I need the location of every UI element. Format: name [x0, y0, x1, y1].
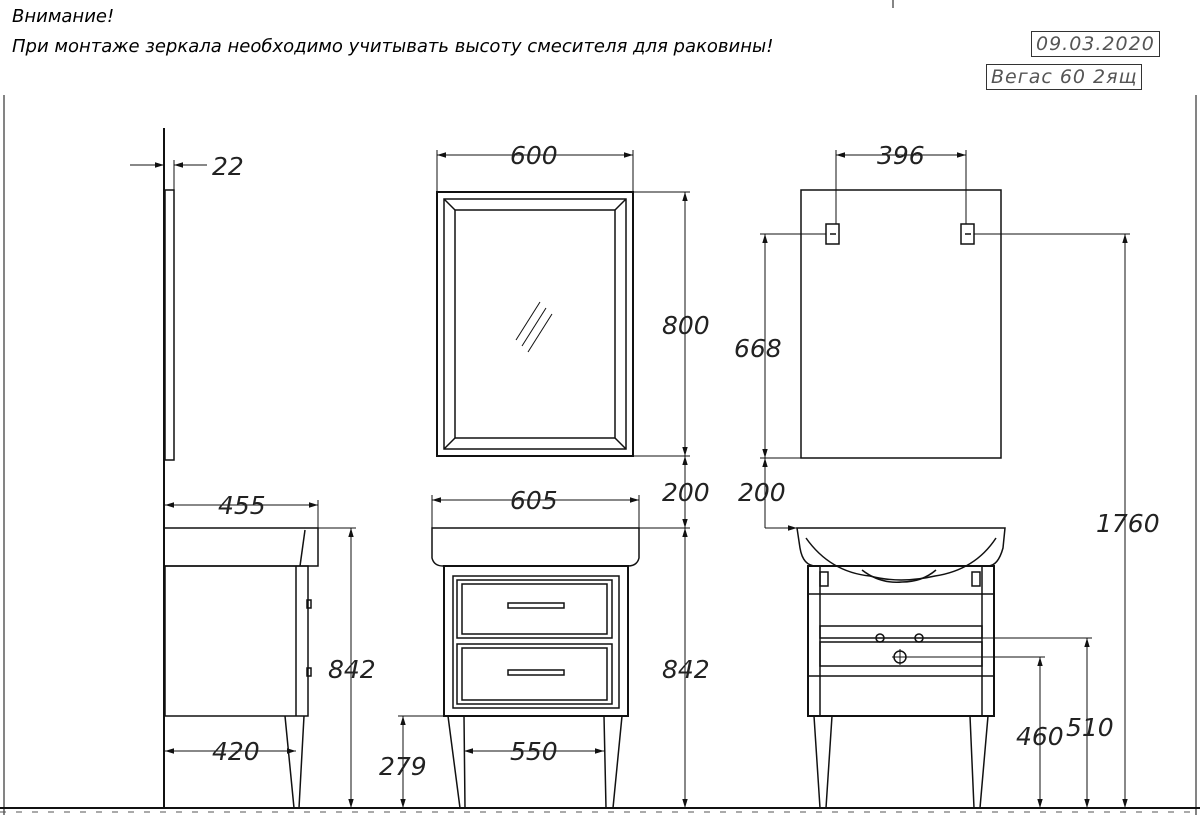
dim-cabinet-height-front: 842	[662, 655, 710, 684]
dim-leg-spacing: 550	[510, 737, 558, 766]
dim-cabinet-height-side: 842	[328, 655, 376, 684]
dim-mirror-depth: 22	[212, 152, 244, 181]
dim-gap-front: 200	[662, 478, 710, 507]
model-stamp: Вегас 60 2ящ	[986, 64, 1143, 90]
dim-leg-height: 279	[379, 752, 427, 781]
dim-cabinet-depth-bottom: 420	[212, 737, 260, 766]
dim-inlet-height: 510	[1066, 713, 1114, 742]
back-view	[796, 189, 1006, 809]
dim-mount-height: 668	[734, 334, 782, 363]
dim-cabinet-depth-top: 455	[218, 491, 266, 520]
dim-mount-spacing: 396	[877, 141, 925, 170]
side-view	[163, 128, 319, 809]
dim-total-height: 1760	[1096, 509, 1160, 538]
warning-text: При монтаже зеркала необходимо учитывать…	[12, 36, 774, 57]
page-frame	[3, 0, 1197, 815]
dimension-lines	[130, 150, 1130, 808]
warning-title: Внимание!	[12, 6, 115, 27]
dim-drain-height: 460	[1016, 722, 1064, 751]
dim-mirror-width: 600	[510, 141, 558, 170]
floor-line	[0, 807, 1200, 813]
dim-cabinet-width-top: 605	[510, 486, 558, 515]
front-view	[431, 191, 640, 809]
date-stamp: 09.03.2020	[1031, 31, 1160, 57]
dim-gap-back: 200	[738, 478, 786, 507]
dim-mirror-height: 800	[662, 311, 710, 340]
